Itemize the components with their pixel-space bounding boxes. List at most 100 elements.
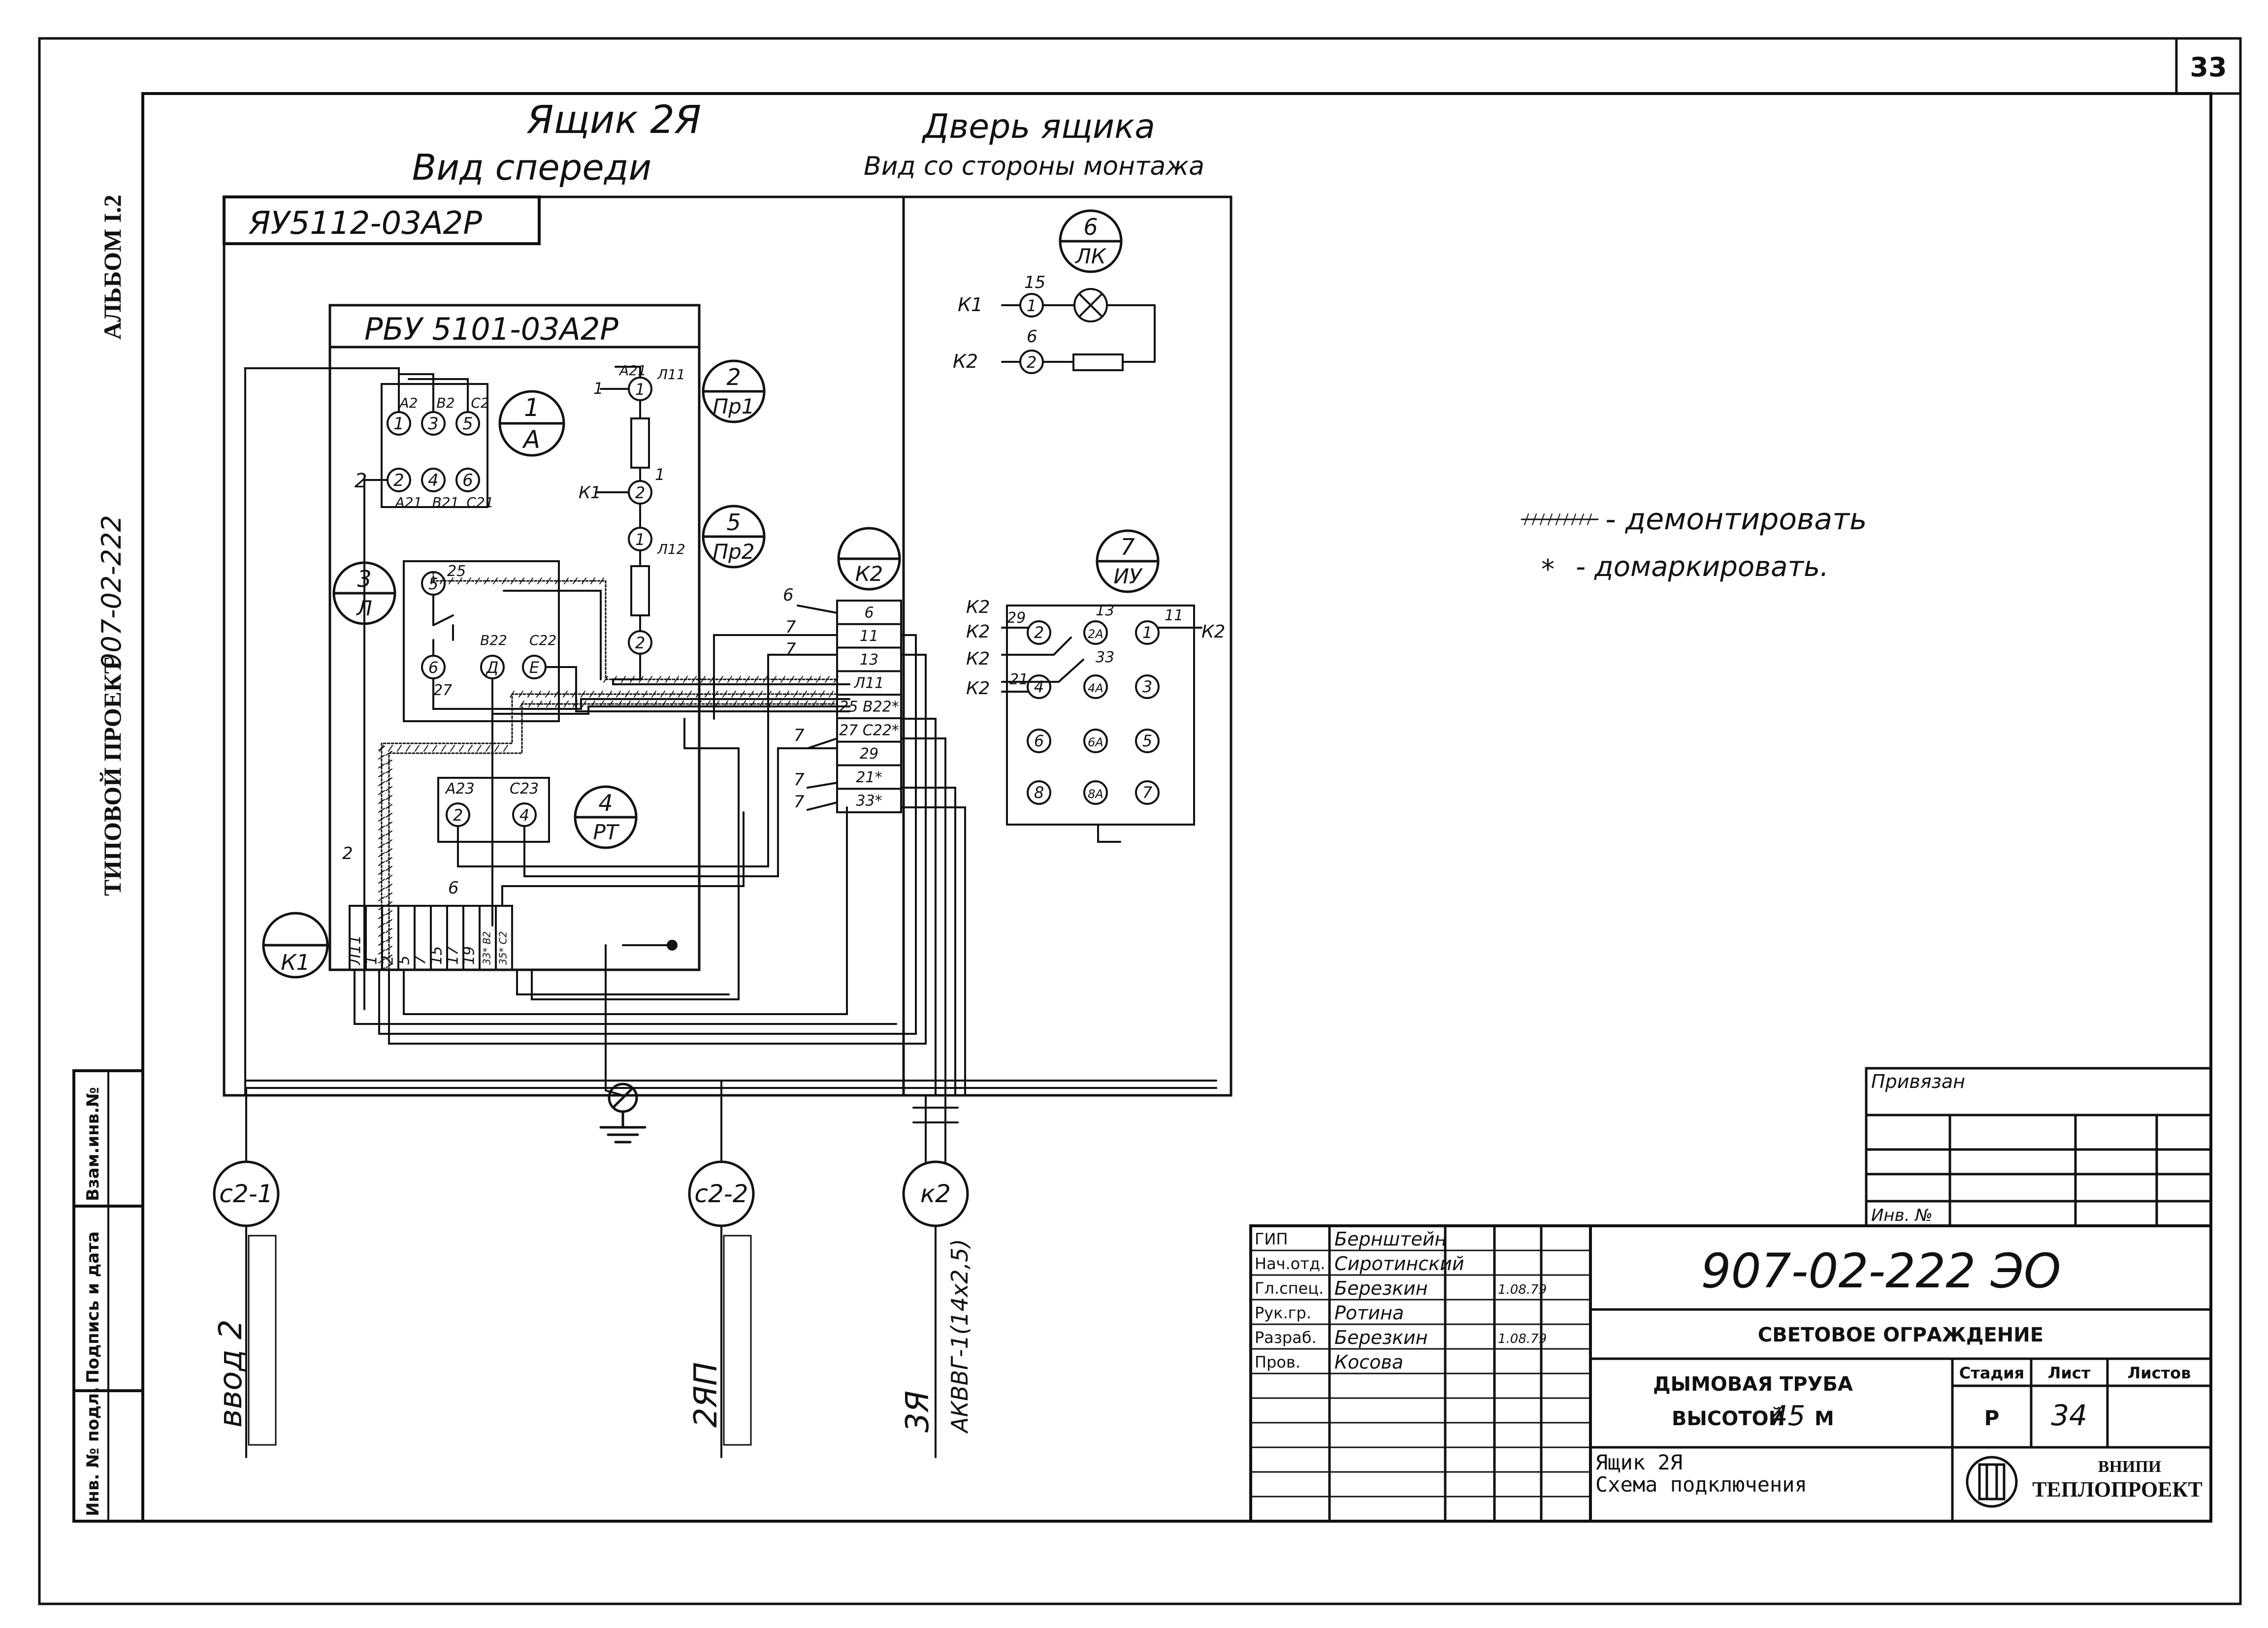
socket-w13: 13 bbox=[1096, 602, 1114, 619]
title-block-rows bbox=[1250, 1249, 1591, 1498]
hatch-tick bbox=[502, 577, 507, 584]
hatch-tick bbox=[834, 676, 839, 683]
hatch-tick bbox=[660, 691, 665, 698]
socket-k2-a: К2 bbox=[966, 597, 990, 617]
page-number: 33 bbox=[2190, 52, 2227, 83]
hatch-tick bbox=[625, 691, 630, 698]
socket-pin-label: 2 bbox=[1034, 623, 1044, 642]
bubble-4-code: РТ bbox=[593, 820, 620, 844]
hatch-tick bbox=[386, 901, 392, 906]
pr2-top-label: Л12 bbox=[657, 541, 685, 557]
hatch-tick bbox=[406, 745, 411, 752]
hatch-tick bbox=[656, 676, 661, 683]
hatch-tick bbox=[617, 701, 622, 707]
sheet-title-1: Ящик 2Я bbox=[1595, 1450, 1683, 1474]
hatch-tick bbox=[829, 691, 834, 698]
hatch-tick bbox=[793, 691, 798, 698]
hatch-tick bbox=[718, 676, 723, 683]
bubble-k1: К1 bbox=[262, 912, 329, 979]
k2-terminal-label: 13 bbox=[860, 651, 878, 669]
k1-terminal-label: 19 bbox=[460, 946, 478, 965]
k1-terminal-label: 33* В2 bbox=[481, 931, 492, 965]
sheet-frame bbox=[38, 37, 2242, 1605]
hatch-tick bbox=[484, 577, 489, 584]
pr1-left-label: 1 bbox=[593, 379, 603, 398]
bubble-7-iu: 7 ИУ bbox=[1096, 529, 1160, 593]
hatch-tick bbox=[386, 937, 392, 942]
k2-wn-0: 6 bbox=[783, 585, 794, 605]
tb-name: Бернштейн bbox=[1334, 1228, 1447, 1250]
hatch-tick bbox=[688, 701, 693, 707]
socket-w11: 11 bbox=[1165, 607, 1183, 624]
hatch-tick bbox=[701, 676, 706, 683]
hatch-tick bbox=[457, 577, 462, 584]
socket-k2-d: К2 bbox=[966, 678, 990, 699]
hatch-tick bbox=[732, 701, 737, 707]
hatch-tick bbox=[789, 676, 794, 683]
cable-k2-id: к2 bbox=[920, 1180, 951, 1208]
lamp-t6: 6 bbox=[428, 658, 438, 677]
hatch-tick bbox=[825, 676, 830, 683]
hatch-tick bbox=[397, 745, 402, 752]
cable-c2-2-id: с2-2 bbox=[694, 1180, 748, 1208]
sheets-label: Листов bbox=[2128, 1364, 2191, 1382]
socket-k2-b: К2 bbox=[966, 622, 990, 642]
hatch-tick bbox=[378, 781, 385, 786]
hatch-tick bbox=[386, 919, 392, 924]
hatch-tick bbox=[555, 577, 560, 584]
k2-terminal-label: Л11 bbox=[854, 675, 884, 692]
hatch-tick bbox=[493, 577, 498, 584]
stamp-sign-label: Подпись и дата bbox=[83, 1231, 103, 1383]
hatch-tick bbox=[705, 691, 710, 698]
hatch-tick bbox=[811, 691, 816, 698]
bubble-3-l: 3 Л bbox=[332, 561, 396, 625]
hatch-tick bbox=[503, 745, 508, 752]
door-title: Дверь ящика bbox=[921, 107, 1155, 146]
breaker-t4: 4 bbox=[428, 471, 439, 490]
ground-symbol bbox=[599, 1083, 647, 1144]
socket-pin bbox=[1083, 674, 1108, 699]
sheet-label: Лист bbox=[2048, 1364, 2091, 1382]
hatch-tick bbox=[378, 834, 385, 839]
legend-hatch-tick bbox=[1563, 513, 1568, 525]
box-title: Ящик 2Я bbox=[526, 98, 701, 142]
breaker-l-a21: А21 bbox=[394, 494, 422, 511]
pr1-top-right-label: Л11 bbox=[657, 366, 685, 383]
legend-hatch-tick bbox=[1532, 513, 1537, 525]
sheet-title-2: Схема подключения bbox=[1595, 1472, 1807, 1497]
k2-wn-3: 7 bbox=[794, 726, 805, 745]
door-t1: 1 bbox=[1027, 296, 1037, 315]
hatch-tick bbox=[564, 701, 569, 707]
hatch-tick bbox=[807, 676, 812, 683]
lamp-wC22: С22 bbox=[529, 632, 556, 648]
tb-name: Косова bbox=[1334, 1351, 1403, 1373]
hatch-tick bbox=[644, 701, 648, 707]
org-line-2: ТЕПЛОПРОЕКТ bbox=[2032, 1477, 2203, 1501]
rt-t2: 2 bbox=[453, 806, 463, 825]
album-label: АЛЬБОМ I.2 bbox=[98, 194, 126, 340]
object-title: СВЕТОВОЕ ОГРАЖДЕНИЕ bbox=[1758, 1324, 2043, 1346]
bubble-5-code: Пр2 bbox=[713, 540, 755, 564]
door-w15: 15 bbox=[1024, 273, 1045, 292]
legend: - демонтировать * - домаркировать. bbox=[1521, 502, 1867, 585]
hatch-tick bbox=[678, 691, 683, 698]
hatch-tick bbox=[697, 701, 702, 707]
project-label: ТИПОВОЙ ПРОЕКТ bbox=[98, 657, 126, 896]
hatch-tick bbox=[511, 577, 516, 584]
hatch-tick bbox=[378, 879, 385, 884]
subject-height: 45 bbox=[1770, 1400, 1805, 1432]
tb-date: 1.08.79 bbox=[1498, 1332, 1547, 1346]
k1-terminal-label: 1 bbox=[363, 956, 380, 965]
stage-label: Стадия bbox=[1959, 1364, 2024, 1382]
hatch-tick bbox=[651, 691, 656, 698]
hatch-tick bbox=[441, 745, 446, 752]
k2-wire-numbers: 6 7 7 7 7 7 bbox=[783, 585, 805, 812]
socket-pin bbox=[1135, 620, 1160, 645]
hatch-tick bbox=[722, 691, 727, 698]
legend-demount-text: - демонтировать bbox=[1605, 502, 1867, 537]
hatch-tick bbox=[634, 691, 639, 698]
hatch-tick bbox=[555, 701, 560, 707]
pr2-t2: 2 bbox=[635, 634, 645, 652]
